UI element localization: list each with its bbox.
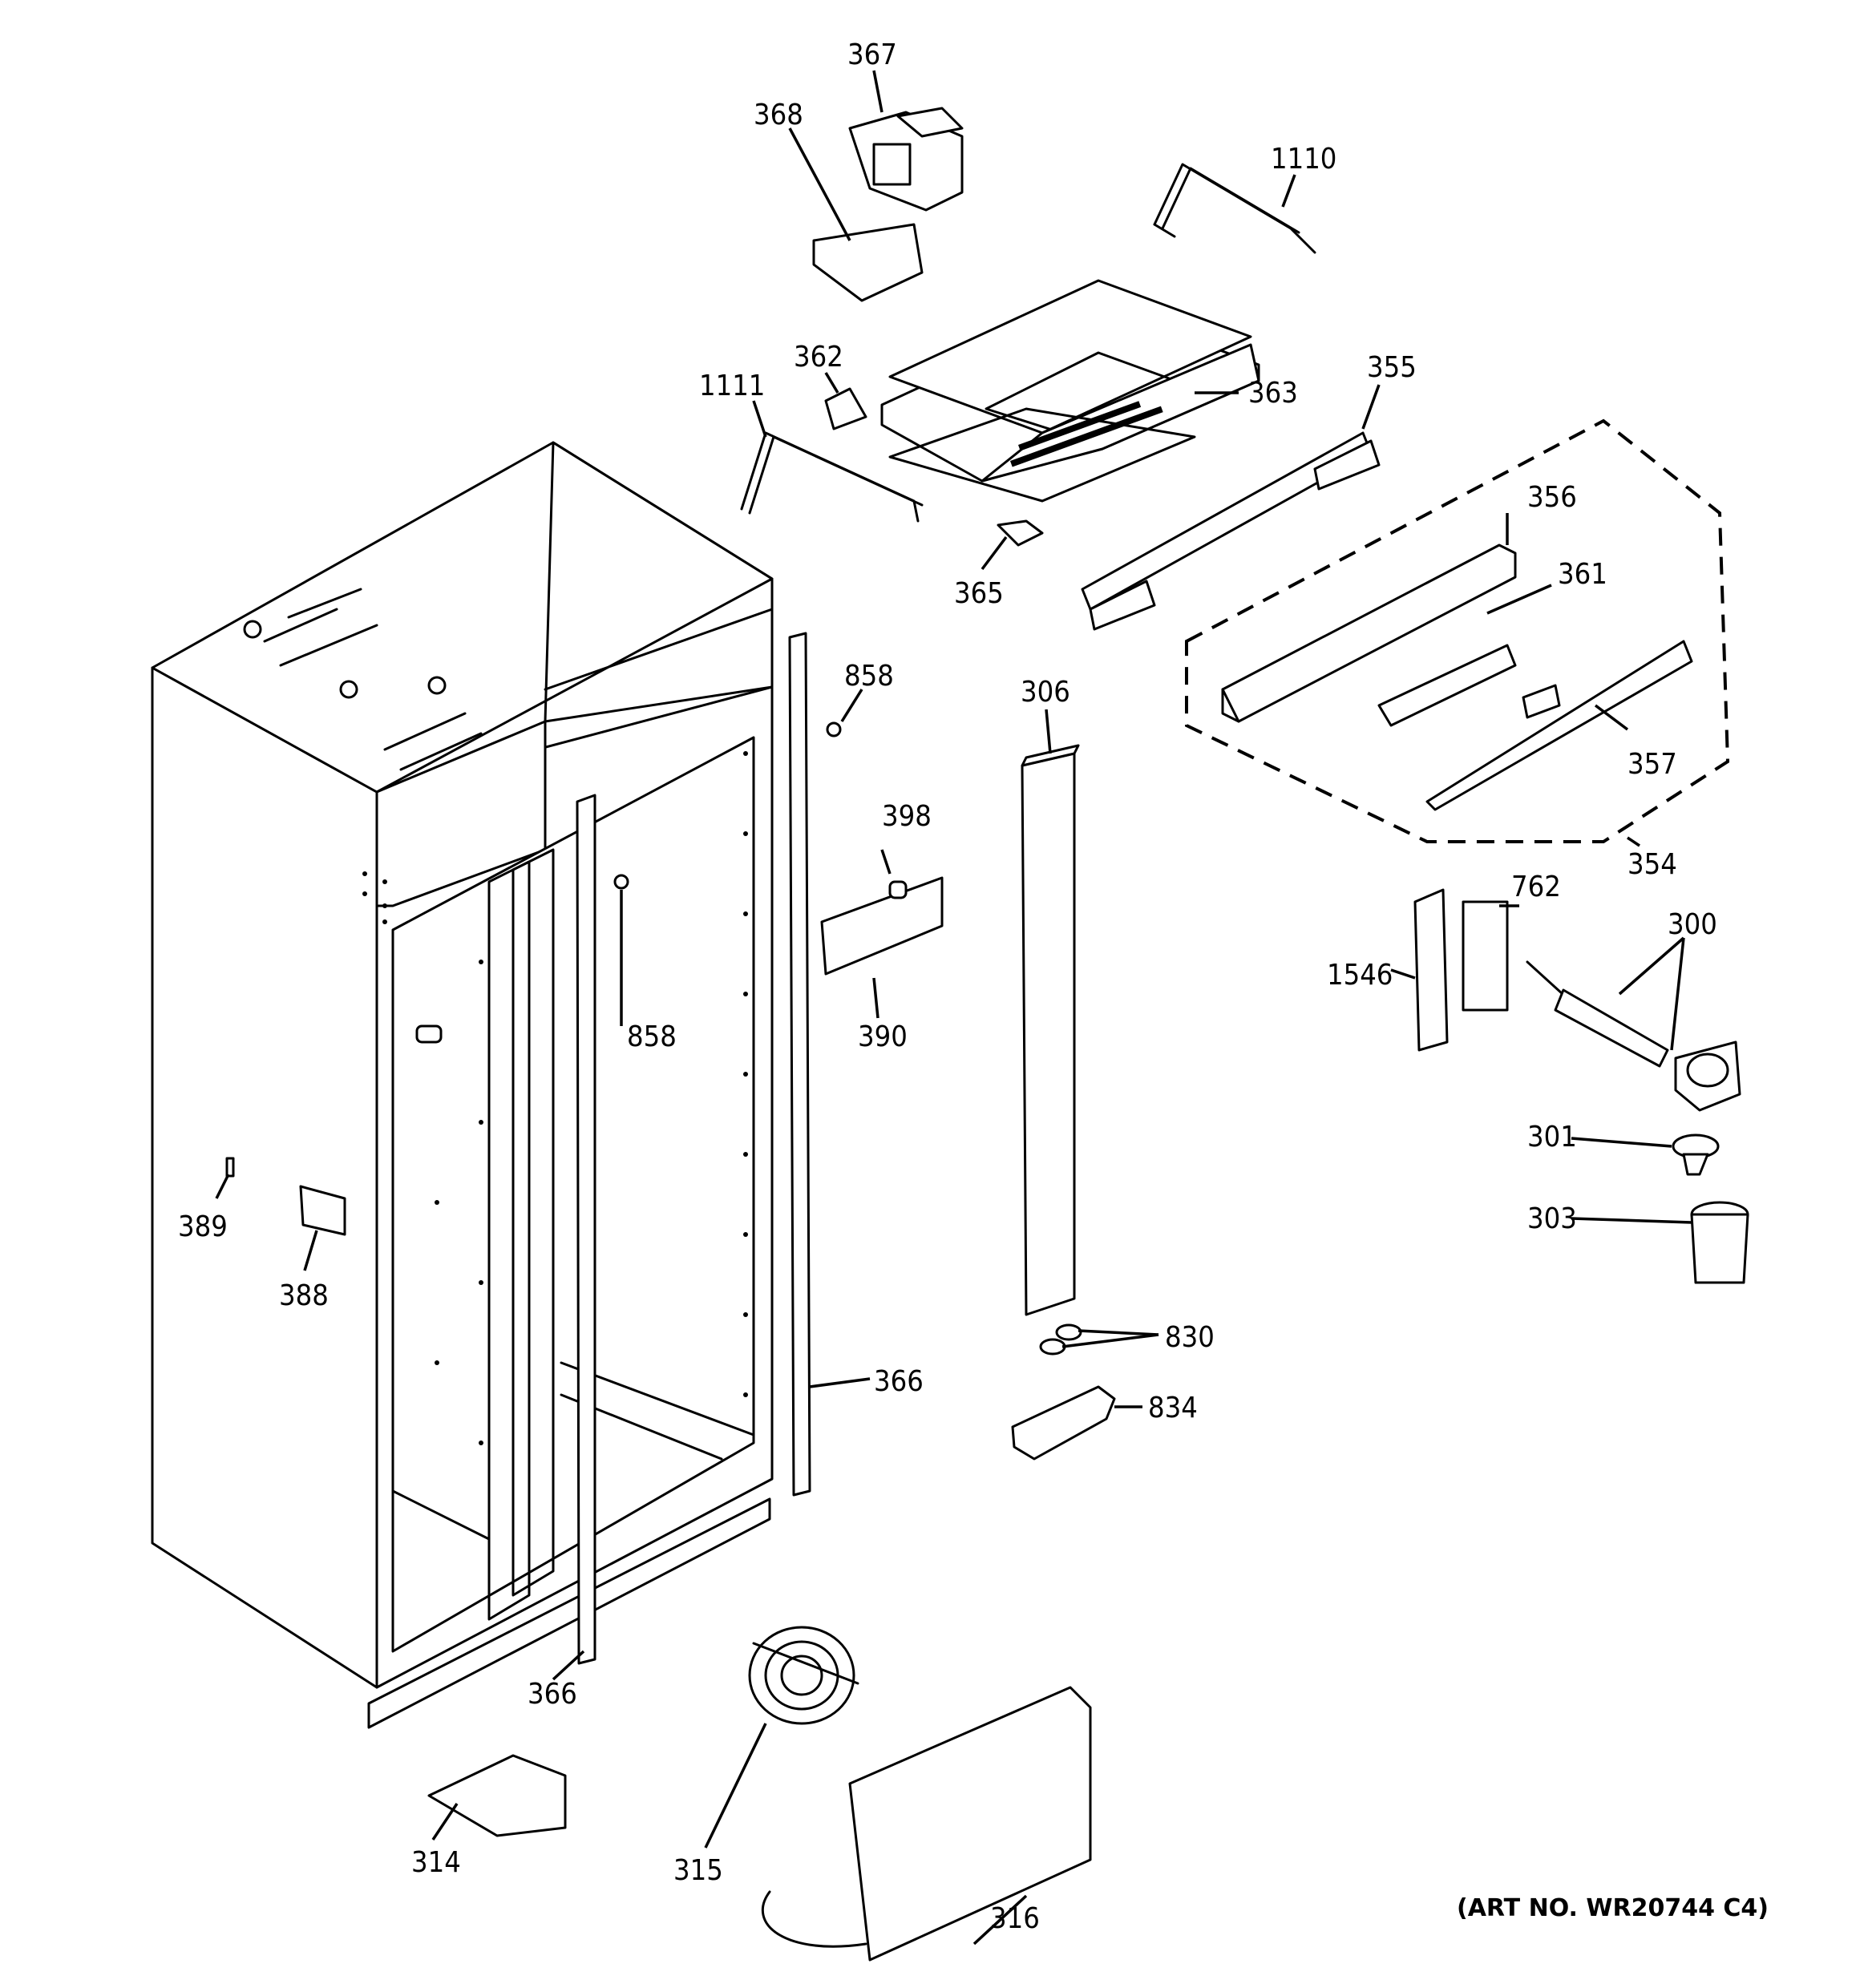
label-398: 398 [882,800,932,833]
part-762 [1462,900,1509,1012]
label-314: 314 [411,1846,461,1879]
label-1110: 1110 [1271,143,1336,176]
control-housing [880,279,1260,483]
label-368: 368 [754,99,803,131]
label-390: 390 [858,1020,908,1053]
part-300 [1526,960,1741,1112]
label-303: 303 [1527,1202,1577,1235]
part-356 [1221,543,1517,723]
label-354: 354 [1628,848,1677,881]
part-301 [1672,1133,1720,1176]
part-834 [1011,1385,1116,1461]
screw-858-a [826,721,842,737]
plate-390 [820,876,944,976]
label-1111: 1111 [699,370,765,402]
part-830 [1039,1323,1082,1356]
label-834: 834 [1148,1392,1198,1424]
seal-366-left [576,794,596,1665]
part-361-board [1377,644,1517,727]
label-366-b: 366 [528,1678,577,1711]
assembly-354-outline [1185,418,1730,843]
label-858-b: 858 [627,1020,677,1053]
part-368 [812,223,924,302]
part-316 [761,1686,1092,1962]
part-388 [299,1185,346,1236]
label-362: 362 [794,341,843,374]
part-357 [1425,640,1693,811]
label-367: 367 [847,38,897,71]
art-number: (ART NO. WR20744 C4) [1457,1894,1769,1922]
part-362 [824,387,867,430]
part-367 [848,107,964,212]
label-388: 388 [279,1279,329,1312]
label-301: 301 [1527,1121,1577,1154]
part-1546 [1413,888,1449,1052]
cover-gasket-363 [888,407,1196,503]
label-1546: 1546 [1327,959,1393,992]
label-316: 316 [990,1902,1040,1935]
part-315 [748,1626,859,1725]
label-366-a: 366 [874,1365,924,1398]
label-389: 389 [178,1210,228,1243]
label-361: 361 [1558,558,1607,591]
label-300: 300 [1668,908,1717,941]
label-357: 357 [1628,748,1677,781]
part-365 [997,519,1044,547]
leader-lines [215,70,1692,1946]
mullion-306 [1021,744,1080,1316]
label-315: 315 [673,1854,723,1887]
label-762: 762 [1511,871,1561,903]
label-363: 363 [1248,377,1298,410]
label-365: 365 [954,577,1004,610]
bracket-1110 [1153,163,1316,254]
label-830: 830 [1165,1321,1215,1354]
label-306: 306 [1021,676,1070,709]
refrigerator-case [151,441,774,1729]
part-389 [225,1157,235,1178]
label-356: 356 [1527,481,1577,514]
bracket-1111 [740,431,924,523]
label-858-a: 858 [844,660,894,693]
seal-366-right [788,632,811,1497]
screw-858-b [613,874,629,890]
part-314 [427,1754,567,1837]
part-303 [1690,1201,1749,1284]
label-355: 355 [1367,351,1417,384]
rail-355 [1081,431,1381,631]
